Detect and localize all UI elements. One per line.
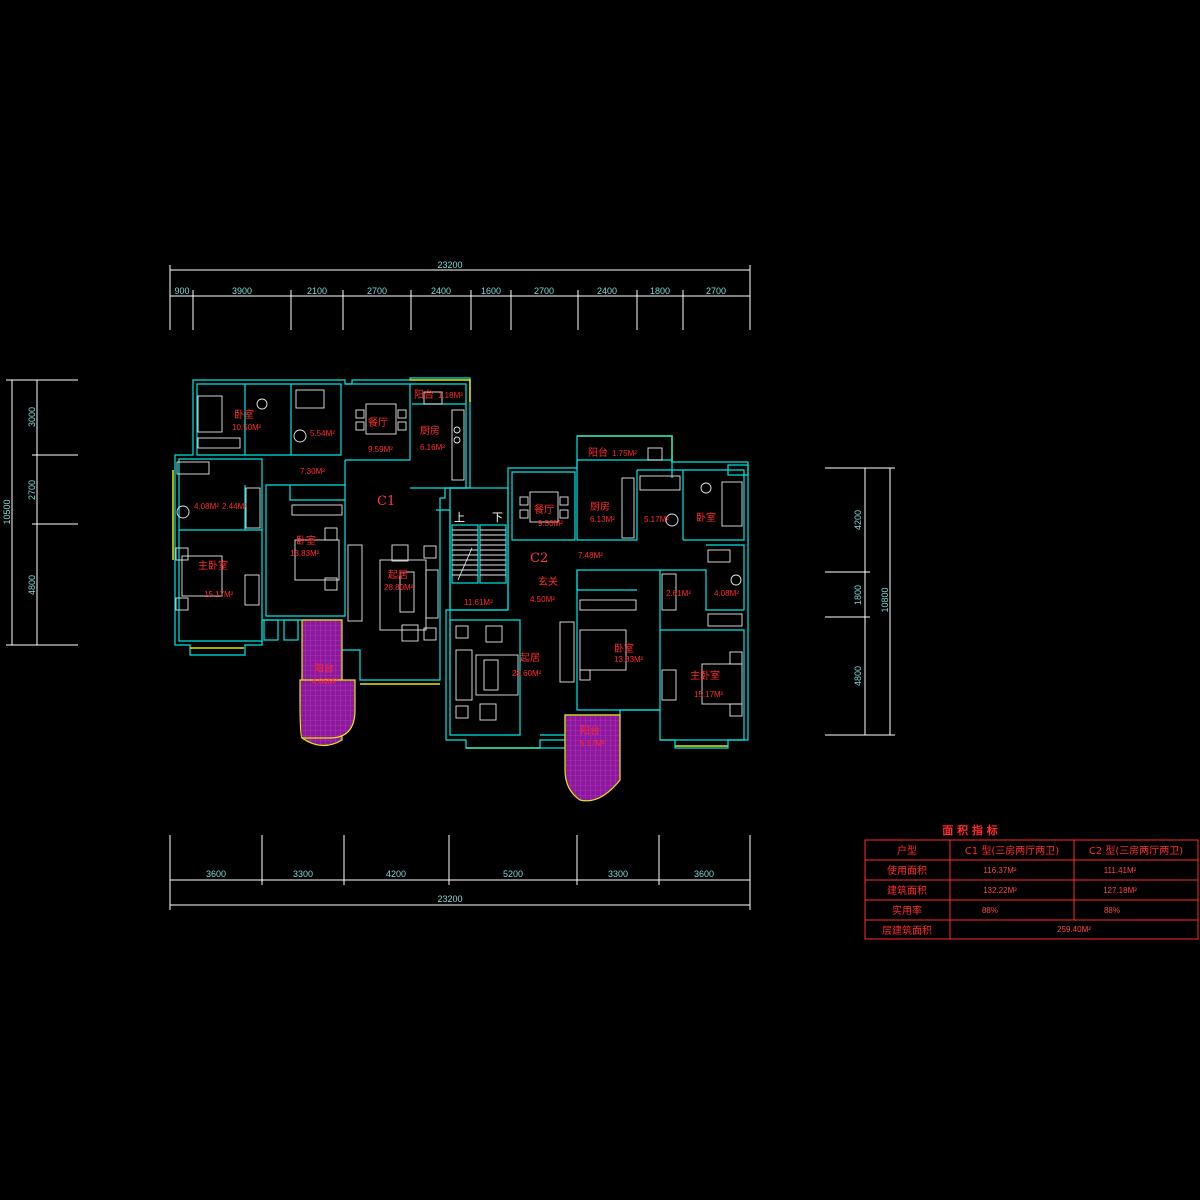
room-area: 1.18M² — [438, 391, 463, 400]
stairwell: 上 下 — [449, 487, 509, 611]
room-name: 阳台 — [314, 662, 334, 675]
room-name: 卧室 — [296, 534, 316, 547]
table-row-label: 建筑面积 — [887, 884, 927, 897]
right-dimension-chain: 4200 1800 4800 10800 — [825, 467, 895, 736]
table-header: C1 型(三房两厅两卫) — [965, 844, 1059, 857]
table-header: 户型 — [897, 844, 917, 857]
unit-c1-label: C1 — [377, 494, 395, 509]
table-title: 面 积 指 标 — [942, 823, 998, 837]
room-area: 4.86M² — [312, 677, 337, 686]
room-area: 5.17M² — [644, 515, 669, 524]
top-dim: 1600 — [481, 286, 501, 296]
room-area: 6.13M² — [590, 515, 615, 524]
stair-down-label: 下 — [492, 511, 503, 524]
top-dim: 2400 — [597, 286, 617, 296]
room-name: 主卧室 — [198, 559, 228, 572]
room-name: 玄关 — [538, 575, 558, 588]
unit-c2-label: C2 — [530, 551, 548, 566]
unit-c2-walls — [445, 435, 749, 749]
room-area: 1.75M² — [612, 449, 637, 458]
table-cell: 88% — [982, 906, 998, 915]
table-row-label: 使用面积 — [887, 864, 927, 877]
room-name: 餐厅 — [534, 503, 554, 516]
room-area: 28.80M² — [384, 583, 414, 592]
room-area: 9.59M² — [368, 445, 393, 454]
room-area: 13.83M² — [290, 549, 320, 558]
left-dim: 4800 — [27, 575, 37, 595]
room-area: 9.50M² — [538, 519, 563, 528]
table-cell: 116.37M² — [983, 866, 1017, 875]
table-cell: 88% — [1104, 906, 1120, 915]
left-dimension-chain: 10500 3000 2700 4800 — [2, 379, 78, 646]
bottom-dim: 3300 — [608, 869, 628, 879]
right-dim: 4800 — [853, 666, 863, 686]
area-index-table: 面 积 指 标 户型 C1 型(三房两厅两卫) C2 型(三房两厅两卫) 使用面… — [864, 823, 1199, 940]
table-cell: 111.41M² — [1104, 866, 1137, 875]
bottom-dim: 3600 — [694, 869, 714, 879]
table-header: C2 型(三房两厅两卫) — [1089, 844, 1183, 857]
bottom-total-dim: 23200 — [437, 894, 462, 904]
top-total-dim: 23200 — [437, 260, 462, 270]
room-name: 阳台 — [580, 724, 600, 737]
top-dim: 2100 — [307, 286, 327, 296]
top-dim: 2400 — [431, 286, 451, 296]
right-dim: 4200 — [853, 510, 863, 530]
room-area: 2.61M² — [666, 589, 691, 598]
room-name: 阳台 — [588, 446, 608, 459]
room-name: 厨房 — [420, 424, 440, 437]
bottom-dim: 4200 — [386, 869, 406, 879]
terraces — [299, 619, 621, 802]
room-labels-c1: 卧室 10.50M² 5.54M² 餐厅 9.59M² 阳台 1.18M² 厨房… — [194, 388, 493, 686]
left-total-dim: 10500 — [2, 499, 12, 524]
room-name: 厨房 — [590, 500, 610, 513]
table-cell: 132.22M² — [983, 886, 1017, 895]
top-dim: 900 — [174, 286, 189, 296]
room-name: 起居 — [520, 652, 540, 664]
room-area: 4.08M² — [714, 589, 739, 598]
room-area: 4.50M² — [530, 595, 555, 604]
bottom-dimension-chain: 3600 3300 4200 5200 3300 3600 23200 — [169, 835, 751, 910]
room-area: 28.60M² — [512, 669, 542, 678]
top-dim: 1800 — [650, 286, 670, 296]
room-name: 餐厅 — [368, 416, 388, 429]
top-dim: 2700 — [534, 286, 554, 296]
room-area: 6.16M² — [420, 443, 445, 452]
room-name: 阳台 — [414, 388, 434, 401]
room-area: 10.50M² — [232, 423, 262, 432]
right-dim: 1800 — [853, 585, 863, 605]
room-area: 7.30M² — [300, 467, 325, 476]
table-total-label: 层建筑面积 — [882, 924, 932, 937]
left-dim: 2700 — [27, 480, 37, 500]
table-row-label: 实用率 — [892, 904, 922, 917]
room-area: 15.17M² — [204, 590, 234, 599]
room-name: 起居 — [388, 569, 408, 581]
room-name: 主卧室 — [690, 669, 720, 682]
top-dim: 2700 — [367, 286, 387, 296]
top-dim: 3900 — [232, 286, 252, 296]
table-total-value: 259.40M² — [1057, 925, 1091, 934]
room-area: 7.48M² — [578, 551, 603, 560]
room-name: 卧室 — [696, 511, 716, 524]
room-labels-c2: 阳台 1.75M² 餐厅 9.50M² 厨房 6.13M² 5.17M² 卧室 … — [512, 446, 739, 748]
room-area: 13.83M² — [614, 655, 644, 664]
left-dim: 3000 — [27, 407, 37, 427]
bottom-dim: 3600 — [206, 869, 226, 879]
top-dim: 2700 — [706, 286, 726, 296]
stair-up-label: 上 — [454, 511, 465, 524]
table-cell: 127.18M² — [1103, 886, 1137, 895]
room-name: 卧室 — [614, 642, 634, 655]
room-name: 卧室 — [234, 408, 254, 421]
furniture — [175, 389, 743, 721]
room-area: 11.61M² — [464, 598, 493, 607]
room-area: 2.44M² — [222, 502, 247, 511]
bottom-dim: 5200 — [503, 869, 523, 879]
top-dimension-chain: 23200 900 3900 2100 2700 2400 1600 2700 … — [169, 260, 751, 330]
room-area: 5.54M² — [310, 429, 335, 438]
room-area: 4.08M² — [194, 502, 219, 511]
right-total-dim: 10800 — [880, 587, 890, 612]
room-area: 5.17M² — [580, 739, 605, 748]
room-area: 15.17M² — [694, 690, 724, 699]
bottom-dim: 3300 — [293, 869, 313, 879]
